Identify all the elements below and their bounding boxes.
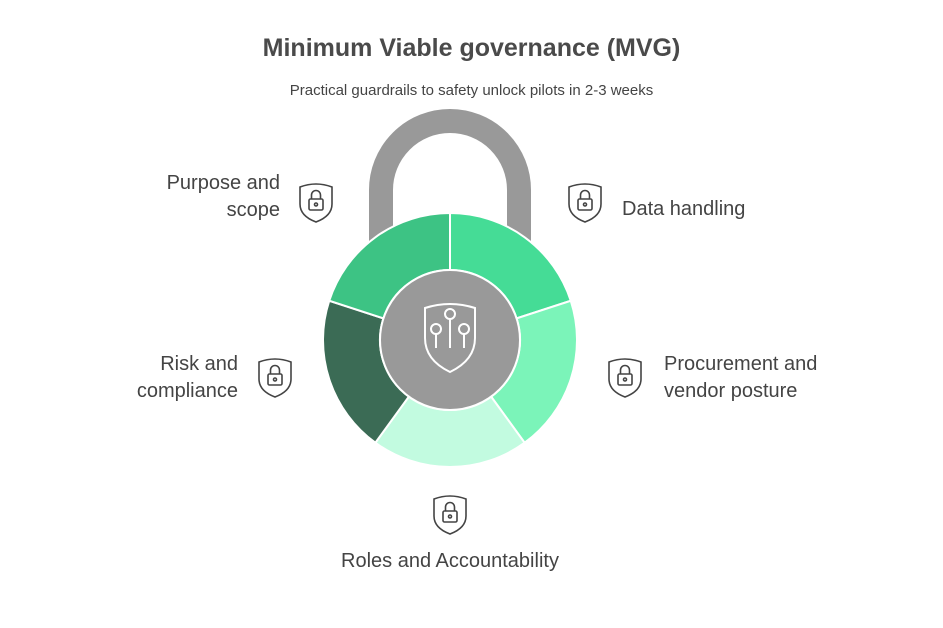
diagram-subtitle: Practical guardrails to safety unlock pi… <box>289 82 654 99</box>
lock-icon <box>605 355 645 399</box>
lock-icon <box>565 180 605 224</box>
shield-circuit-icon <box>424 303 476 374</box>
lock-icon <box>430 492 470 536</box>
label-data-handling: Data handling <box>622 198 746 220</box>
lock-icon <box>255 355 295 399</box>
diagram-title: Minimum Viable governance (MVG) <box>262 34 681 62</box>
lock-icon <box>296 180 336 224</box>
label-purpose-scope: Purpose and scope <box>166 172 280 221</box>
label-procurement: Procurement and vendor posture <box>664 353 818 402</box>
label-risk-compliance: Risk and compliance <box>136 353 238 402</box>
label-roles: Roles and Accountability <box>341 550 559 572</box>
padlock-shackle <box>369 109 531 260</box>
